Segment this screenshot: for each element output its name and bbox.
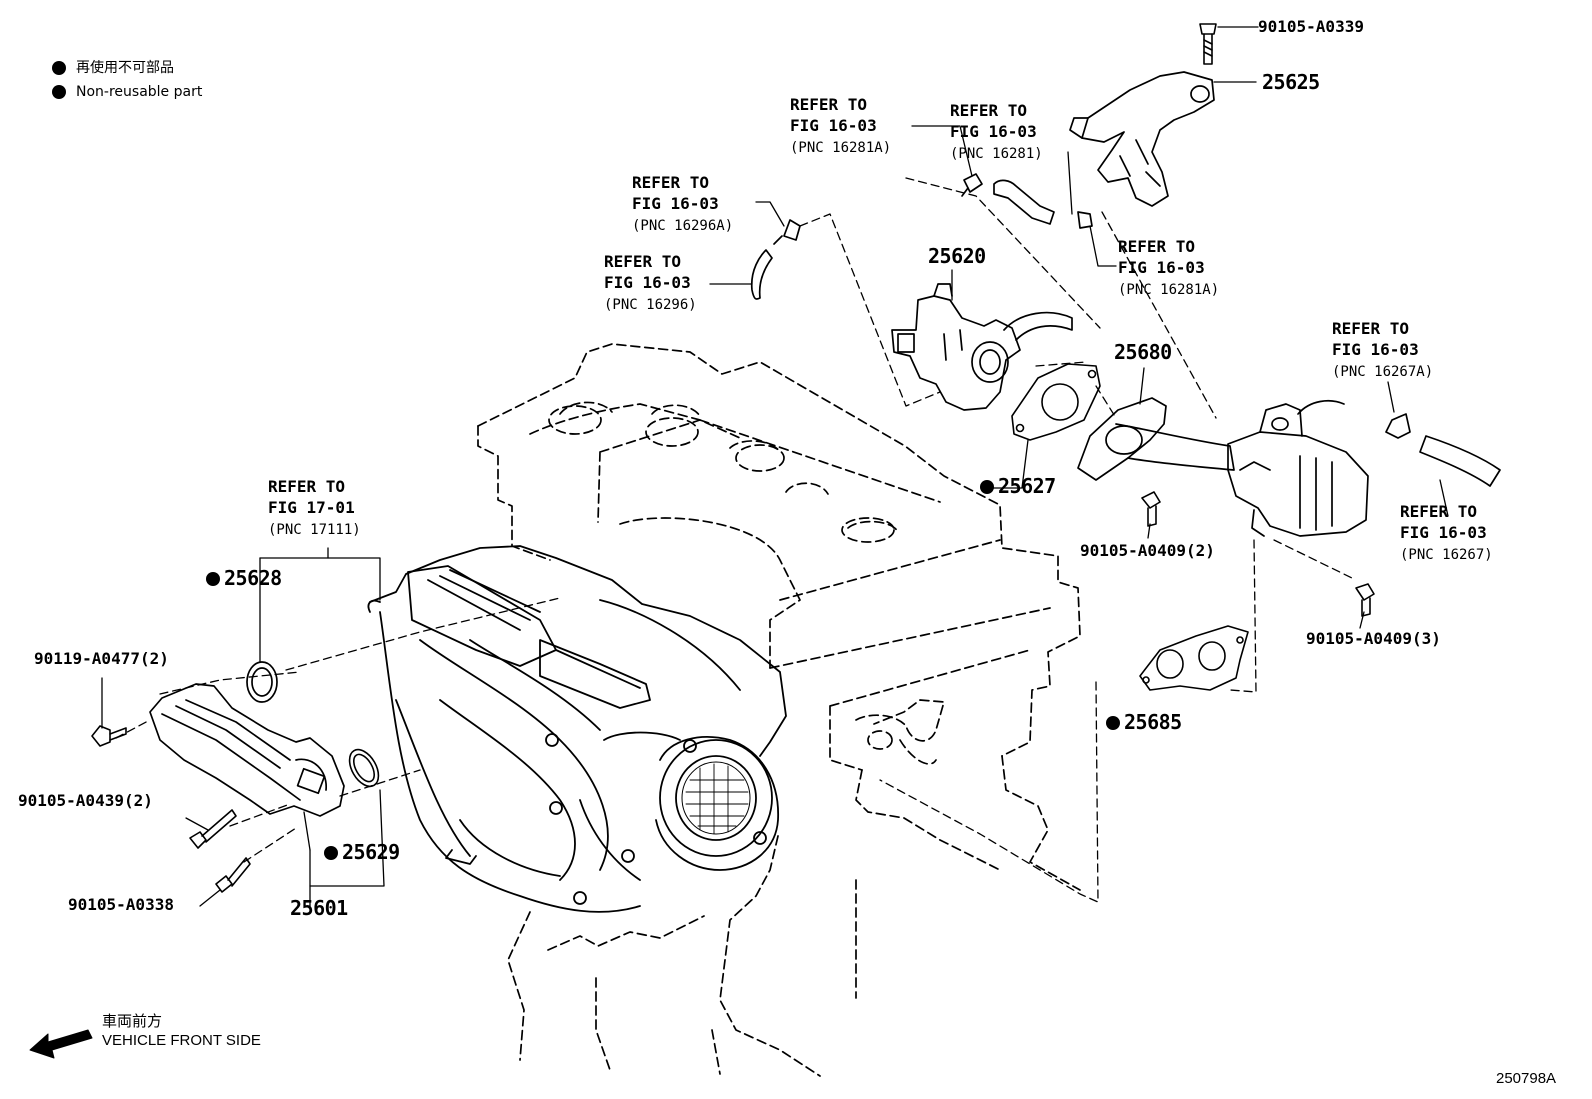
front-arrow-icon [29,1029,93,1059]
reference-line2: FIG 16-03 [1400,523,1487,542]
reference-line1: REFER TO [790,95,868,114]
reference-line1: REFER TO [604,252,682,271]
part-number-25628[interactable]: 25628 [206,566,282,590]
bolt-number-90105-A0409-3[interactable]: 90105-A0409(3) [1306,629,1441,648]
reference-line2: FIG 16-03 [632,194,719,213]
part-number-25627[interactable]: 25627 [980,474,1056,498]
legend-english-text: Non-reusable part [76,84,203,100]
legend: 再使用不可部品 Non-reusable part [52,56,202,104]
bracket-25625 [1069,71,1215,207]
bolt-top [1199,23,1217,65]
egr-valve [891,283,1073,411]
reference-line2: FIG 16-03 [950,122,1037,141]
reference-line2: FIG 16-03 [604,273,691,292]
part-number-25620[interactable]: 25620 [928,244,986,268]
part-number-25685[interactable]: 25685 [1106,710,1182,734]
bolt-number-90105-A0338[interactable]: 90105-A0338 [68,895,174,914]
gasket-25629 [348,748,380,788]
reference-line1: REFER TO [1400,502,1478,521]
reference-pnc: (PNC 16281A) [1118,282,1220,298]
reference-pnc: (PNC 16296A) [632,218,734,234]
reference-pnc: (PNC 16267A) [1332,364,1434,380]
figure-id: 250798A [1496,1070,1557,1087]
bolt-number-90105-A0409-2[interactable]: 90105-A0409(2) [1080,541,1215,560]
reference-callout: REFER TO FIG 16-03 (PNC 16281A) [1118,236,1219,301]
reference-line2: FIG 16-03 [1332,340,1419,359]
part-number-25601[interactable]: 25601 [290,896,348,920]
reference-pnc: (PNC 16267) [1400,547,1493,563]
reference-line2: FIG 16-03 [790,116,877,135]
part-number-text: 25627 [998,474,1056,498]
non-reusable-dot-icon [1106,716,1120,730]
reference-line1: REFER TO [950,101,1028,120]
reference-line1: REFER TO [1118,237,1196,256]
sensor-assembly-25601 [149,683,345,817]
legend-japanese-text: 再使用不可部品 [76,60,174,76]
part-number-25629[interactable]: 25629 [324,840,400,864]
reference-line1: REFER TO [268,477,346,496]
bolt-number-90105-A0439-2[interactable]: 90105-A0439(2) [18,791,153,810]
gasket-25685 [1139,625,1249,691]
legend-row-japanese: 再使用不可部品 [52,56,202,80]
engine-outline [477,343,1081,1077]
reference-callout: REFER TO FIG 16-03 (PNC 16281A) [790,94,891,159]
part-number-text: 25629 [342,840,400,864]
legend-row-english: Non-reusable part [52,80,202,104]
dashed-lines [115,177,1353,903]
bolt-number-90119-A0477-2[interactable]: 90119-A0477(2) [34,649,169,668]
egr-cooler [1227,399,1369,537]
reference-line2: FIG 17-01 [268,498,355,517]
non-reusable-dot-icon [52,85,66,99]
non-reusable-dot-icon [52,61,66,75]
part-number-25625[interactable]: 25625 [1262,70,1320,94]
leader-lines [101,26,1449,907]
bolt-number-90105-A0339[interactable]: 90105-A0339 [1258,17,1364,36]
gasket-25628 [246,661,278,703]
reference-callout: REFER TO FIG 17-01 (PNC 17111) [268,476,361,541]
front-indicator: 車両前方 VEHICLE FRONT SIDE [102,1012,261,1050]
reference-pnc: (PNC 16281A) [790,140,892,156]
reference-pnc: (PNC 16296) [604,297,697,313]
non-reusable-dot-icon [980,480,994,494]
egr-pipe-25680 [1077,397,1235,481]
reference-callout: REFER TO FIG 16-03 (PNC 16281) [950,100,1043,165]
gasket-25627 [1011,363,1101,441]
reference-callout: REFER TO FIG 16-03 (PNC 16296A) [632,172,733,237]
part-number-text: 25628 [224,566,282,590]
reference-pnc: (PNC 17111) [268,522,361,538]
part-number-text: 25685 [1124,710,1182,734]
front-indicator-japanese: 車両前方 [102,1013,163,1030]
reference-callout: REFER TO FIG 16-03 (PNC 16267A) [1332,318,1433,383]
reference-line1: REFER TO [632,173,710,192]
reference-line1: REFER TO [1332,319,1410,338]
reference-callout: REFER TO FIG 16-03 (PNC 16267) [1400,501,1493,566]
hoses [750,173,1501,487]
part-number-25680[interactable]: 25680 [1114,340,1172,364]
non-reusable-dot-icon [324,846,338,860]
reference-callout: REFER TO FIG 16-03 (PNC 16296) [604,251,697,316]
reference-line2: FIG 16-03 [1118,258,1205,277]
intake-manifold [367,545,787,913]
non-reusable-dot-icon [206,572,220,586]
front-indicator-english: VEHICLE FRONT SIDE [102,1032,261,1049]
reference-pnc: (PNC 16281) [950,146,1043,162]
bolts [91,491,1375,893]
